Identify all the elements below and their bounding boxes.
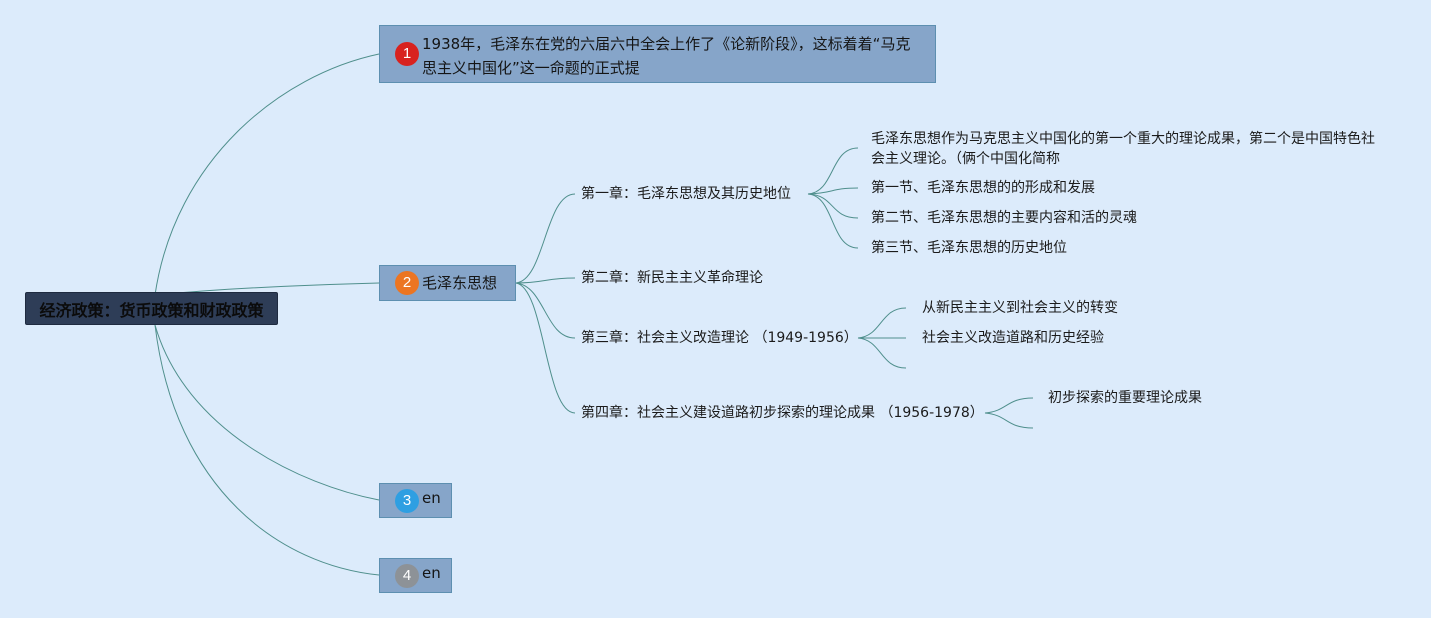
number-badge-4: 4 (395, 564, 419, 588)
link-root-branch-4 (154, 324, 380, 576)
chapter-1-topic[interactable]: 第一章：毛泽东思想及其历史地位 (581, 186, 791, 202)
chapter-4-subtopic-1[interactable]: 初步探索的重要理论成果 (1048, 390, 1202, 406)
branch-topic-4[interactable]: 4 en (379, 558, 452, 593)
link-chapter-1-leaf-2 (807, 187, 859, 195)
branch-topic-4-label: en (422, 564, 441, 582)
chapter-3-subtopic-1[interactable]: 从新民主主义到社会主义的转变 (922, 300, 1118, 316)
chapter-1-section-3[interactable]: 第三节、毛泽东思想的历史地位 (871, 240, 1067, 256)
chapter-1-section-2[interactable]: 第二节、毛泽东思想的主要内容和活的灵魂 (871, 210, 1137, 226)
chapter-1-note[interactable]: 毛泽东思想作为马克思主义中国化的第一个重大的理论成果，第二个是中国特色社会主义理… (871, 131, 1375, 167)
chapter-3-subtopic-2[interactable]: 社会主义改造道路和历史经验 (922, 330, 1104, 346)
chapter-3-topic[interactable]: 第三章：社会主义改造理论 （1949-1956） (581, 330, 858, 346)
link-root-branch-1 (154, 53, 380, 296)
number-badge-1: 1 (395, 42, 419, 66)
link-branch-2-chapter-4 (515, 282, 576, 414)
chapter-2-topic[interactable]: 第二章：新民主主义革命理论 (581, 270, 763, 286)
link-chapter-4-leaf-2 (984, 412, 1034, 429)
branch-topic-3[interactable]: 3 en (379, 483, 452, 518)
link-root-branch-3 (154, 324, 380, 501)
link-chapter-4-leaf-1 (984, 397, 1034, 414)
link-branch-2-chapter-3 (515, 282, 576, 339)
chapter-1-section-1[interactable]: 第一节、毛泽东思想的的形成和发展 (871, 180, 1095, 196)
chapter-4-topic[interactable]: 第四章：社会主义建设道路初步探索的理论成果 （1956-1978） (581, 405, 984, 421)
root-topic-label: 经济政策：货币政策和财政政策 (39, 300, 264, 320)
link-chapter-1-leaf-3 (807, 193, 859, 219)
branch-topic-1-label: 1938年，毛泽东在党的六届六中全会上作了《论新阶段》，这标着着“马克思主义中国… (422, 35, 911, 77)
number-badge-3: 3 (395, 489, 419, 513)
link-chapter-1-leaf-4 (807, 193, 859, 249)
link-branch-2-chapter-1 (515, 193, 576, 284)
branch-topic-2-label: 毛泽东思想 (422, 274, 498, 292)
link-branch-2-chapter-2 (515, 277, 576, 284)
link-chapter-3-leaf-1 (857, 307, 907, 339)
number-badge-2: 2 (395, 271, 419, 295)
link-chapter-1-leaf-1 (807, 147, 859, 195)
branch-topic-2[interactable]: 2 毛泽东思想 (379, 265, 516, 301)
branch-topic-3-label: en (422, 489, 441, 507)
link-chapter-3-leaf-3 (857, 337, 907, 369)
root-topic[interactable]: 经济政策：货币政策和财政政策 (25, 292, 278, 325)
branch-topic-1[interactable]: 1 1938年，毛泽东在党的六届六中全会上作了《论新阶段》，这标着着“马克思主义… (379, 25, 936, 83)
